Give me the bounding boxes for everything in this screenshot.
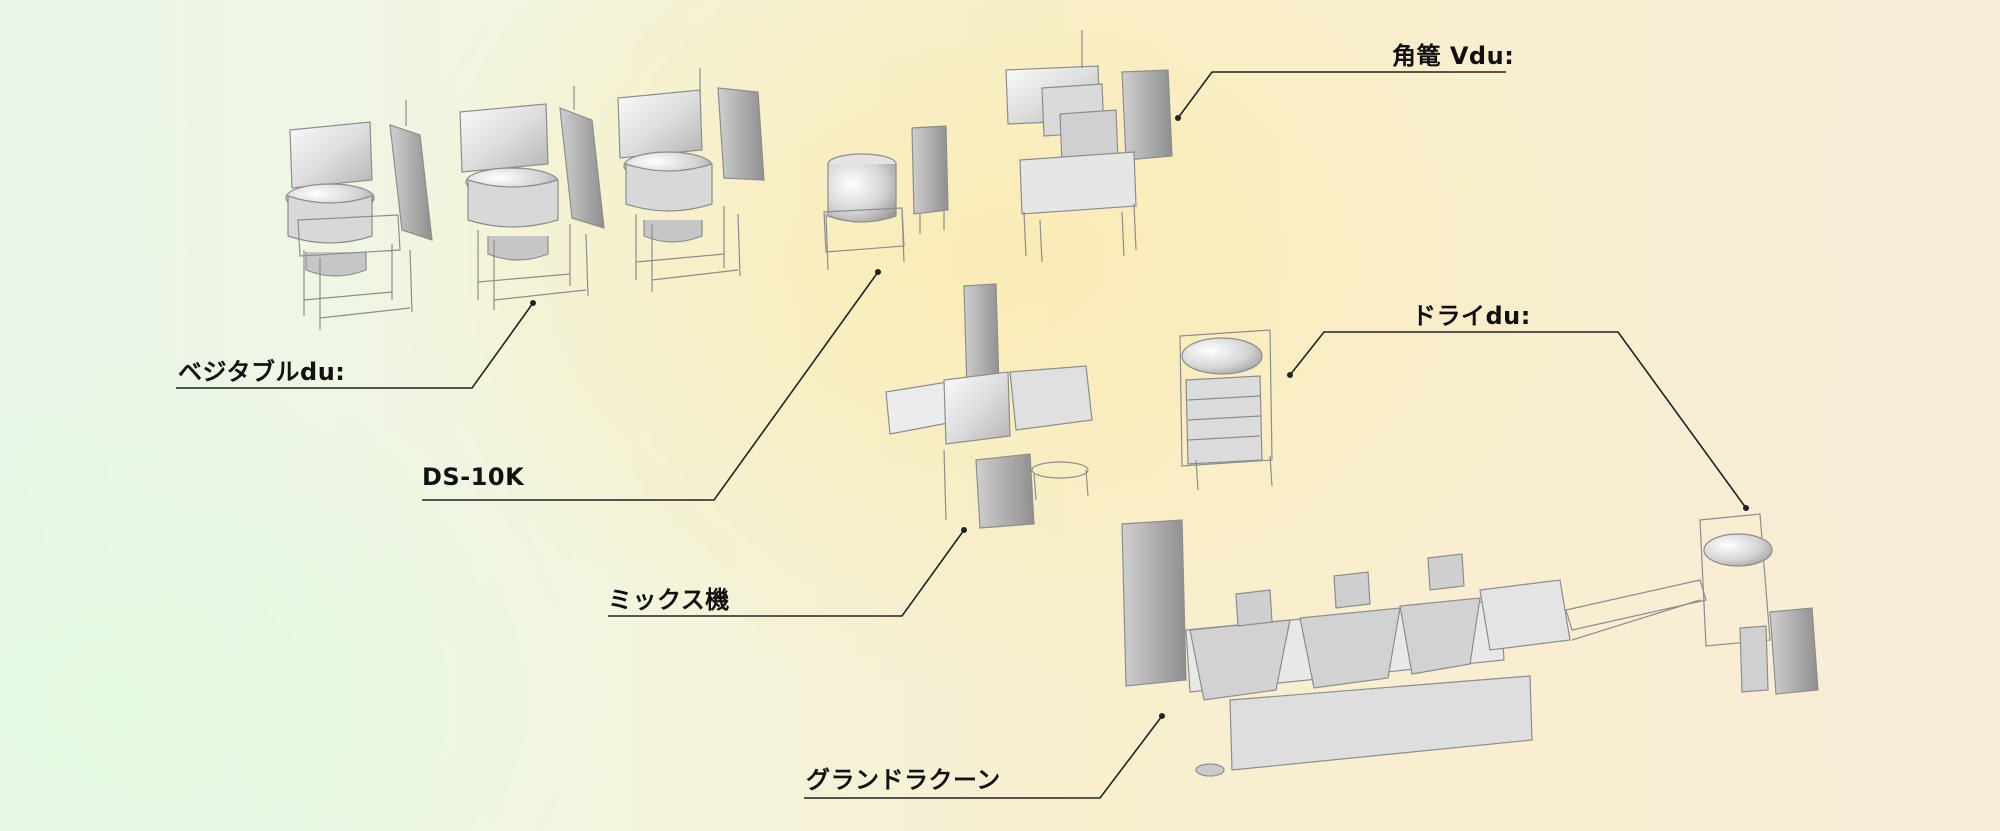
leader-dot-vegetable: [530, 300, 536, 306]
label-dry-unit: ドライdu:: [1412, 302, 1531, 330]
leader-line-vegetable: [176, 302, 534, 389]
vegetable-dryer-unit-3: [617, 68, 765, 292]
mix-machine-unit: [885, 283, 1093, 529]
label-kakuko-v-dryer: 角篭 Vdu:: [1392, 42, 1515, 70]
dry-unit: [1179, 329, 1273, 491]
leader-line-grand: [804, 715, 1163, 799]
leader-dot-kakuko: [1175, 115, 1181, 121]
vegetable-dryer-unit-1: [285, 100, 433, 330]
label-vegetable-dryer: ベジタブルdu:: [178, 358, 346, 386]
leader-line-ds10k: [422, 271, 879, 501]
label-ds-10k: DS-10K: [422, 463, 525, 491]
leader-line-mix: [608, 529, 965, 617]
grand-lacoon-line: [1121, 513, 1819, 777]
leader-dot-mix: [961, 527, 967, 533]
label-mix-machine: ミックス機: [608, 586, 730, 614]
ds-10k-unit: [823, 125, 949, 271]
leader-line-dry: [1289, 331, 1747, 509]
vegetable-dryer-unit-2: [459, 86, 605, 310]
label-grand-lacoon: グランドラクーン: [806, 766, 1001, 794]
kakuko-v-dryer-unit: [1005, 30, 1173, 263]
leader-dot-ds10k: [875, 269, 881, 275]
leader-dot-dry: [1287, 372, 1293, 378]
leader-dot-dry-end: [1743, 505, 1749, 511]
leader-dot-grand: [1159, 713, 1165, 719]
leader-line-kakuko: [1177, 71, 1506, 119]
